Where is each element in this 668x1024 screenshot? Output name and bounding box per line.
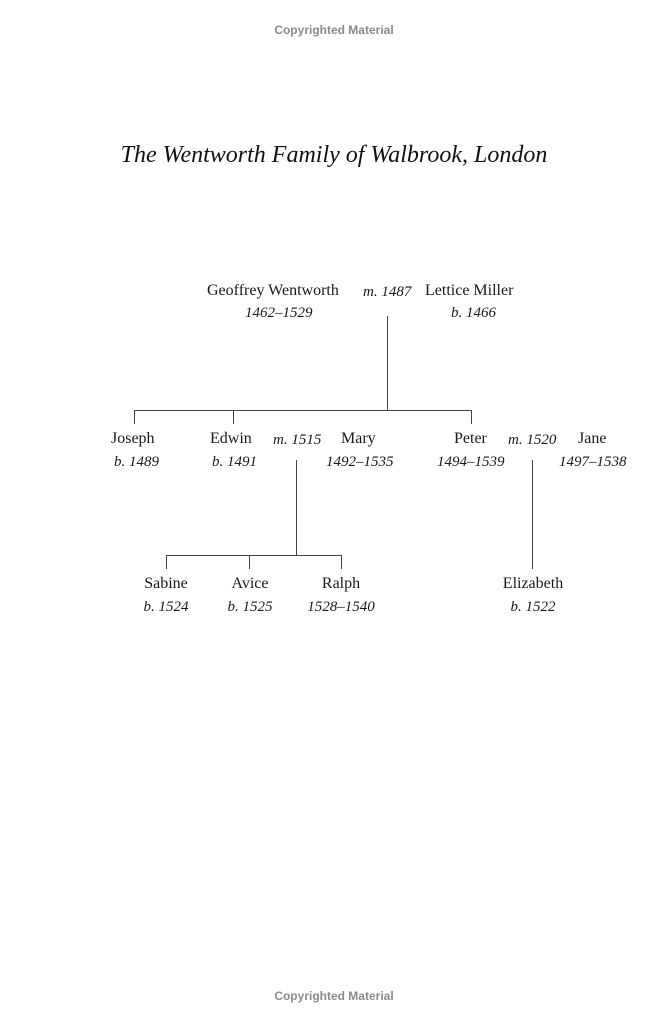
sibling-bar-gen2 [134,410,472,411]
drop-line-edwin [233,410,234,424]
person-name-edwin: Edwin [210,430,252,447]
person-name-peter: Peter [454,430,487,447]
drop-line-joseph [134,410,135,424]
person-name-sabine: Sabine [144,575,188,592]
person-name-joseph: Joseph [111,430,155,447]
drop-line-peter [471,410,472,424]
watermark-bottom: Copyrighted Material [274,989,394,1003]
person-dates-sabine: b. 1524 [143,599,189,615]
marriage-label-edwin-mary: m. 1515 [273,432,322,448]
sibling-bar-edwin-mary-children [166,555,342,556]
person-name-jane: Jane [578,430,607,447]
person-name-ralph: Ralph [321,575,361,592]
marriage-label-geoffrey-lettice: m. 1487 [363,284,412,300]
person-dates-avice: b. 1525 [227,599,273,615]
watermark-top: Copyrighted Material [274,23,394,37]
descent-line-edwin-mary [296,460,297,555]
person-name-mary: Mary [341,430,376,447]
drop-line-ralph [341,555,342,569]
person-dates-peter: 1494–1539 [437,454,505,470]
person-dates-mary: 1492–1535 [326,454,394,470]
descent-line-peter-jane [532,460,533,569]
descent-line-gen1 [387,316,388,410]
person-dates-elizabeth: b. 1522 [510,599,556,615]
person-dates-ralph: 1528–1540 [307,599,375,615]
person-dates-joseph: b. 1489 [114,454,159,470]
person-name-elizabeth: Elizabeth [502,575,564,592]
person-dates-lettice: b. 1466 [451,305,496,321]
marriage-label-peter-jane: m. 1520 [508,432,557,448]
person-dates-jane: 1497–1538 [559,454,627,470]
person-name-avice: Avice [231,575,269,592]
person-dates-geoffrey: 1462–1529 [245,305,313,321]
page-title: The Wentworth Family of Walbrook, London [120,142,548,168]
drop-line-sabine [166,555,167,569]
person-dates-edwin: b. 1491 [212,454,257,470]
person-name-geoffrey: Geoffrey Wentworth [207,282,339,299]
drop-line-avice [249,555,250,569]
person-name-lettice: Lettice Miller [425,282,514,299]
